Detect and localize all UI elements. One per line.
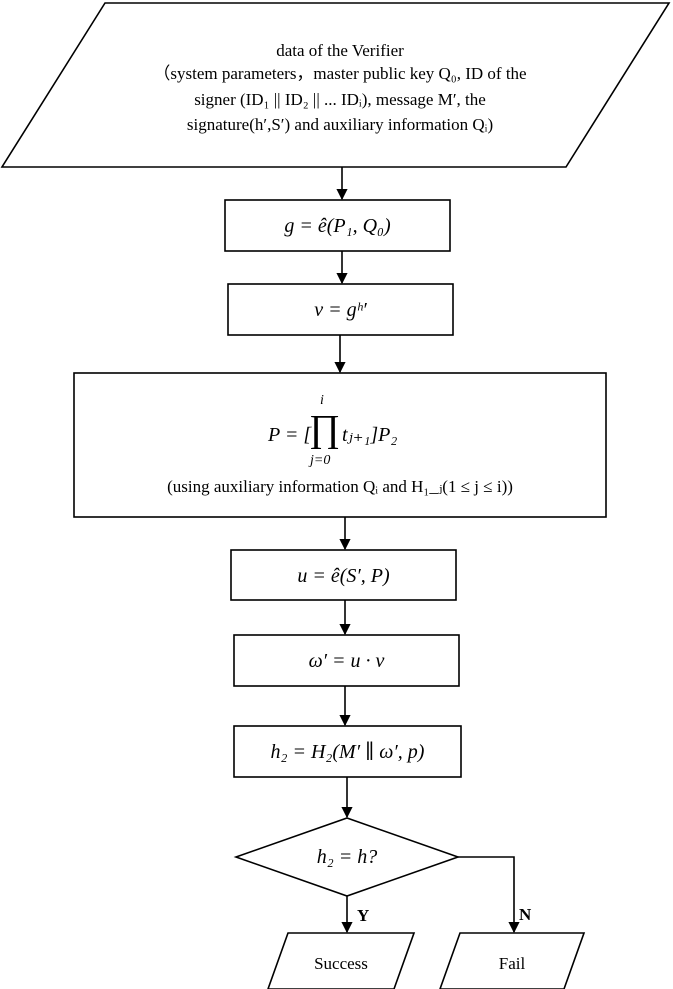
step-omega-box	[233, 634, 460, 687]
arrow-no	[458, 856, 520, 934]
no-label: N	[519, 905, 532, 924]
step-g-box	[224, 199, 451, 252]
step-u-box	[230, 549, 457, 601]
success-label: Success	[314, 954, 368, 973]
step-p-note: (using auxiliary information Qᵢ and H₁_ⱼ…	[167, 477, 513, 496]
step-p-lower-limit: j=0	[310, 453, 331, 468]
step-v-formula: v = gʰ′	[314, 299, 367, 321]
input-line-1: data of the Verifier	[276, 41, 404, 60]
step-v-box	[227, 283, 454, 336]
step-u-formula: u = ê(S′, P)	[297, 565, 390, 587]
input-line-4: signature(h′,S′) and auxiliary informati…	[186, 115, 494, 134]
yes-label: Y	[357, 906, 370, 925]
decision-question: h₂ = h?	[316, 846, 378, 868]
step-g-formula: g = ê(P₁, Q₀)	[284, 215, 391, 237]
step-omega-formula: ω′ = u · v	[308, 650, 385, 672]
step-p-lhs: P = [	[268, 424, 312, 446]
success-parallelogram	[267, 932, 416, 989]
step-p-rhs: tⱼ₊₁]P₂	[342, 424, 398, 446]
step-p-box	[73, 372, 607, 518]
input-line-3: signer (ID₁ || ID₂ || ... IDᵢ), message …	[194, 90, 486, 109]
input-data-parallelogram	[0, 2, 671, 168]
step-p-upper-limit: i	[320, 393, 324, 408]
step-h2-formula: h₂ = H₂(M′ ∥ ω′, p)	[270, 741, 425, 763]
step-p-product-symbol: ∏	[309, 408, 341, 450]
fail-parallelogram	[439, 932, 586, 989]
input-line-2: （system parameters，master public key Q₀,…	[153, 64, 527, 83]
step-h2-box	[233, 725, 462, 778]
fail-label: Fail	[498, 954, 526, 973]
